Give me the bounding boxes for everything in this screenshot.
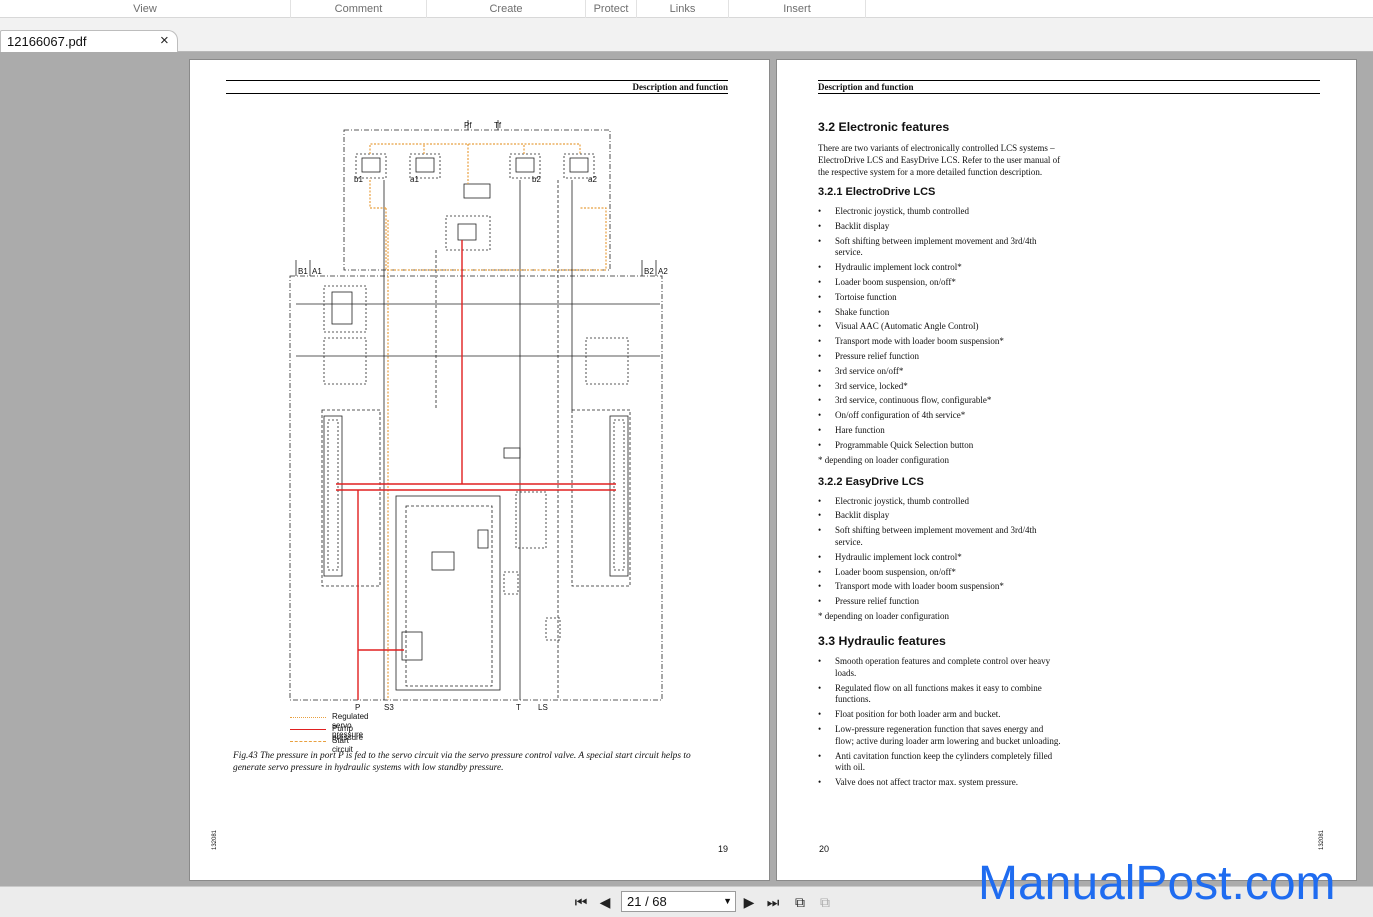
list-item: 3rd service on/off* — [818, 366, 1063, 378]
page-content: 3.2 Electronic features There are two va… — [818, 112, 1063, 792]
menu-comment[interactable]: Comment — [291, 0, 427, 18]
list-item: Soft shifting between implement movement… — [818, 236, 1063, 260]
last-page-icon[interactable]: ⏭ — [766, 894, 780, 910]
diagram-label: a1 — [410, 175, 419, 184]
previous-page-icon[interactable]: ◀ — [599, 894, 611, 910]
diagram-label: P — [355, 703, 360, 712]
list-item: Backlit display — [818, 221, 1063, 233]
page-19: Description and function — [189, 59, 770, 881]
list-item: Hare function — [818, 425, 1063, 437]
list-item: Float position for both loader arm and b… — [818, 709, 1063, 721]
page-number: 20 — [819, 844, 830, 854]
list-item: Transport mode with loader boom suspensi… — [818, 336, 1063, 348]
hydraulic-feature-list: Smooth operation features and complete c… — [818, 656, 1063, 789]
list-item: Valve does not affect tractor max. syste… — [818, 777, 1063, 789]
first-page-icon[interactable]: ⏮ — [574, 894, 588, 910]
navigation-bar: ⏮ ◀ 21 / 68 ▼ ▶ ⏭ ⧉ ⧉ — [0, 886, 1373, 917]
paragraph: There are two variants of electronically… — [818, 143, 1061, 177]
watermark: ManualPost.com — [978, 857, 1336, 910]
list-item: Electronic joystick, thumb controlled — [818, 206, 1063, 218]
next-page-icon[interactable]: ▶ — [743, 894, 755, 910]
list-item: On/off configuration of 4th service* — [818, 410, 1063, 422]
footnote: * depending on loader configuration — [818, 454, 949, 465]
document-code: 132081 — [1319, 829, 1326, 851]
diagram-label: LS — [538, 703, 548, 712]
diagram-label: T — [516, 703, 521, 712]
diagram-label: b1 — [354, 175, 363, 184]
continuous-view-icon[interactable]: ⧉ — [820, 894, 830, 910]
list-item: Tortoise function — [818, 292, 1063, 304]
list-item: Backlit display — [818, 510, 1063, 522]
figure-caption: Fig.43 The pressure in port P is fed to … — [233, 751, 691, 773]
two-page-view-icon[interactable]: ⧉ — [795, 894, 805, 910]
page-indicator: 21 / 68 — [627, 894, 667, 909]
menu-insert[interactable]: Insert — [729, 0, 866, 18]
list-item: Electronic joystick, thumb controlled — [818, 496, 1063, 508]
menu-protect[interactable]: Protect — [586, 0, 637, 18]
list-item: Pressure relief function — [818, 596, 1063, 608]
document-tab[interactable]: 12166067.pdf × — [0, 30, 178, 52]
page-header: Description and function — [818, 80, 1320, 94]
page-number: 19 — [718, 844, 729, 854]
list-item: Shake function — [818, 307, 1063, 319]
diagram-label: Pf — [464, 121, 472, 130]
diagram-label: a2 — [588, 175, 597, 184]
section-heading: 3.2 Electronic features — [818, 120, 950, 134]
document-code: 132081 — [212, 829, 219, 851]
menu-bar: View Comment Create Protect Links Insert — [0, 0, 1373, 18]
list-item: 3rd service, locked* — [818, 381, 1063, 393]
diagram-label: S3 — [384, 703, 394, 712]
list-item: Transport mode with loader boom suspensi… — [818, 581, 1063, 593]
subsection-heading: 3.2.2 EasyDrive LCS — [818, 475, 924, 488]
electrodrive-feature-list: Electronic joystick, thumb controlledBac… — [818, 206, 1063, 452]
menu-view[interactable]: View — [0, 0, 291, 18]
diagram-label: b2 — [532, 175, 541, 184]
list-item: Hydraulic implement lock control* — [818, 262, 1063, 274]
diagram-label: A2 — [658, 267, 668, 276]
page-header: Description and function — [226, 80, 728, 94]
diagram-label: A1 — [312, 267, 322, 276]
diagram-label: B1 — [298, 267, 308, 276]
document-viewport[interactable]: Description and function — [0, 52, 1373, 886]
subsection-heading: 3.2.1 ElectroDrive LCS — [818, 186, 936, 198]
list-item: Regulated flow on all functions makes it… — [818, 683, 1063, 707]
diagram-label: Tf — [494, 121, 502, 130]
menu-links[interactable]: Links — [637, 0, 729, 18]
easydrive-feature-list: Electronic joystick, thumb controlledBac… — [818, 496, 1063, 608]
list-item: Loader boom suspension, on/off* — [818, 277, 1063, 289]
diagram-label: B2 — [644, 267, 654, 276]
page-number-input[interactable]: 21 / 68 ▼ — [621, 891, 736, 912]
list-item: Loader boom suspension, on/off* — [818, 567, 1063, 579]
list-item: Pressure relief function — [818, 351, 1063, 363]
document-tab-title: 12166067.pdf — [7, 34, 87, 49]
list-item: 3rd service, continuous flow, configurab… — [818, 395, 1063, 407]
list-item: Programmable Quick Selection button — [818, 440, 1063, 452]
hydraulic-schematic: Pf Tf b1 a1 b2 a2 B1 A1 B2 A2 P S3 T LS — [289, 120, 668, 712]
list-item: Anti cavitation function keep the cylind… — [818, 751, 1063, 775]
close-icon[interactable]: × — [160, 32, 169, 49]
page-20: Description and function 3.2 Electronic … — [776, 59, 1357, 881]
tab-bar: 12166067.pdf × — [0, 18, 1373, 52]
section-heading: 3.3 Hydraulic features — [818, 633, 946, 648]
list-item: Low-pressure regeneration function that … — [818, 724, 1063, 748]
list-item: Smooth operation features and complete c… — [818, 656, 1063, 680]
list-item: Visual AAC (Automatic Angle Control) — [818, 321, 1063, 333]
footnote: * depending on loader configuration — [818, 610, 949, 621]
chevron-down-icon[interactable]: ▼ — [723, 896, 732, 906]
list-item: Soft shifting between implement movement… — [818, 525, 1063, 549]
list-item: Hydraulic implement lock control* — [818, 552, 1063, 564]
menu-create[interactable]: Create — [427, 0, 586, 18]
